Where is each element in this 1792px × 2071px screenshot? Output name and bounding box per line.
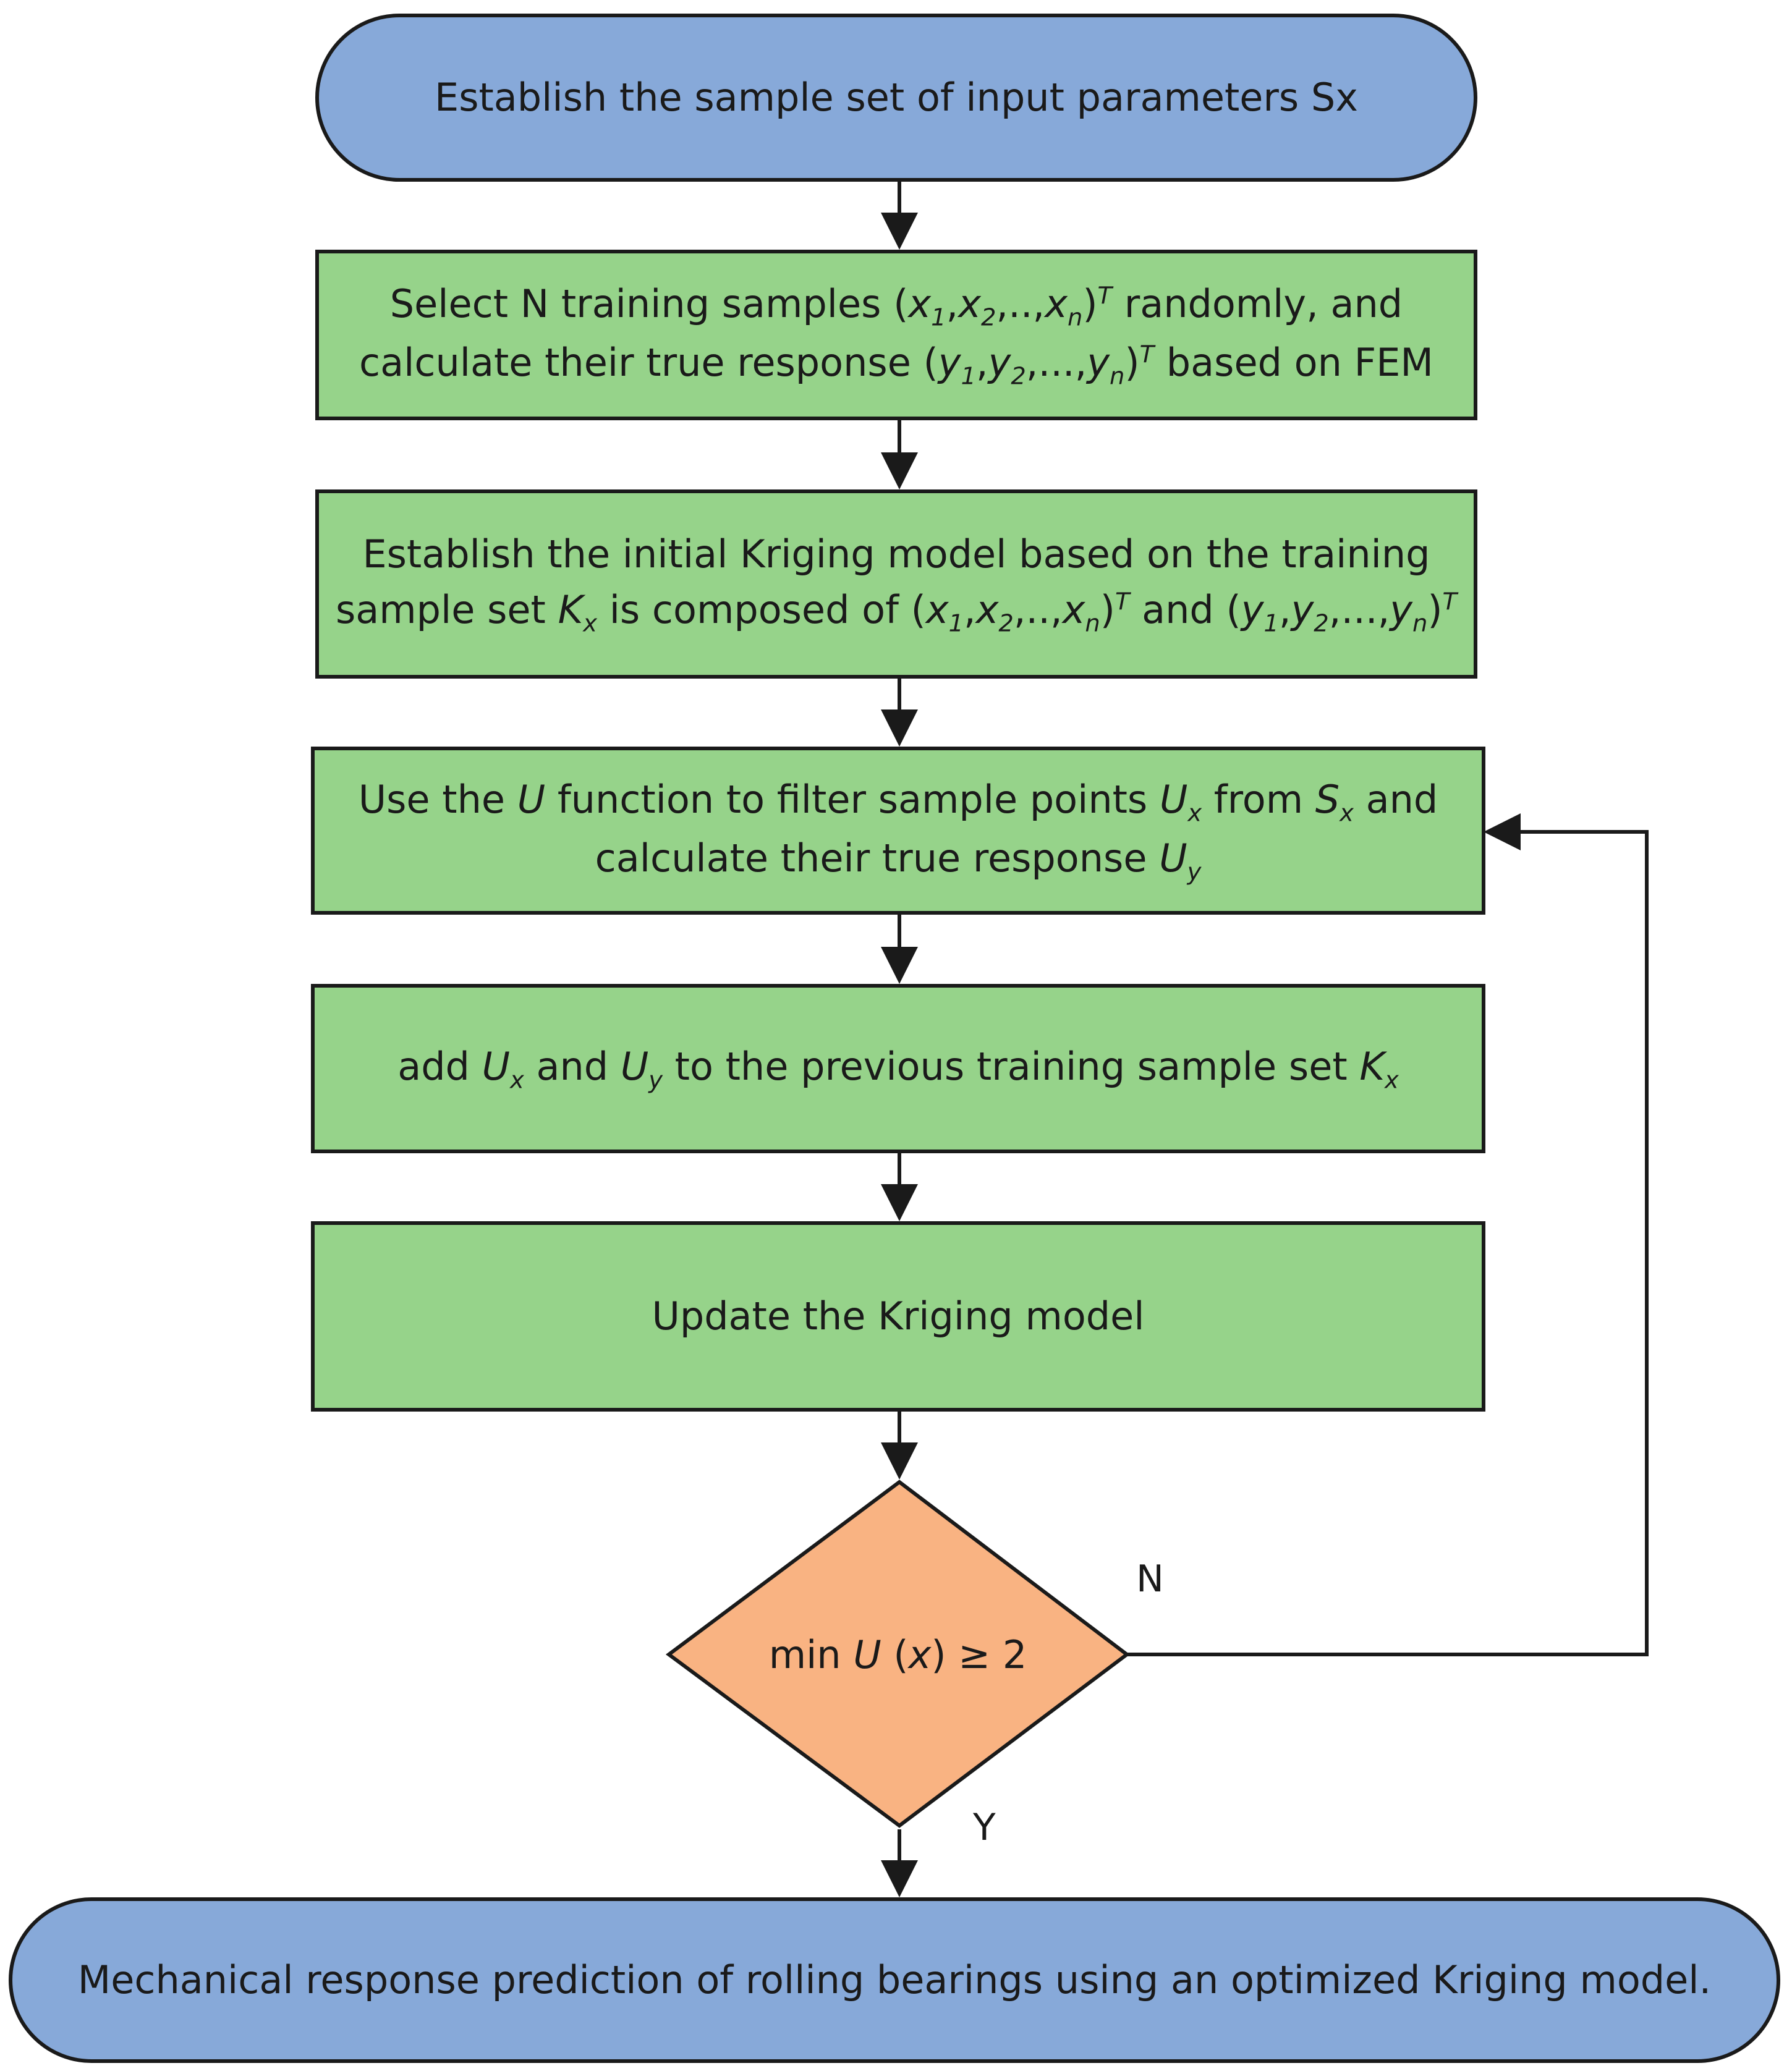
select-samples-line-2: calculate their true response (y1,y2,...…	[359, 340, 1433, 391]
initial-kriging-model-box: Establish the initial Kriging model base…	[315, 489, 1477, 679]
add-samples-text: add Ux and Uy to the previous training s…	[397, 1044, 1399, 1095]
decision-diamond	[665, 1480, 1130, 1828]
end-terminal-text: Mechanical response prediction of rollin…	[77, 1957, 1712, 2003]
edge-label-yes: Y	[973, 1806, 996, 1849]
filter-line-1: Use the U function to filter sample poin…	[358, 776, 1438, 828]
y-vector: (y1,y2,...,yn)T	[1226, 587, 1458, 638]
update-model-text: Update the Kriging model	[652, 1294, 1145, 1339]
y-vector: (y1,y2,...,yn)T	[923, 340, 1155, 391]
initial-model-line-2: sample set Kx is composed of (x1,x2,..,x…	[335, 587, 1458, 638]
update-kriging-model-box: Update the Kriging model	[311, 1221, 1485, 1412]
select-training-samples-box: Select N training samples (x1,x2,..,xn)T…	[315, 250, 1477, 420]
start-terminal-text: Establish the sample set of input parame…	[435, 75, 1358, 121]
initial-model-line-1: Establish the initial Kriging model base…	[362, 532, 1430, 577]
x-vector: (x1,x2,..,xn)T	[911, 587, 1130, 638]
start-terminal: Establish the sample set of input parame…	[315, 14, 1477, 182]
filter-line-2: calculate their true response Uy	[595, 836, 1202, 886]
end-terminal: Mechanical response prediction of rollin…	[9, 1897, 1780, 2063]
filter-sample-points-box: Use the U function to filter sample poin…	[311, 747, 1485, 915]
select-samples-line-1: Select N training samples (x1,x2,..,xn)T…	[389, 281, 1403, 332]
decision-condition: min U (x) ≥ 2	[768, 1632, 1027, 1677]
x-vector: (x1,x2,..,xn)T	[893, 281, 1113, 332]
edge-label-no: N	[1136, 1557, 1164, 1601]
arrow-decision-no-loop	[1127, 813, 1649, 1656]
add-samples-box: add Ux and Uy to the previous training s…	[311, 984, 1485, 1153]
